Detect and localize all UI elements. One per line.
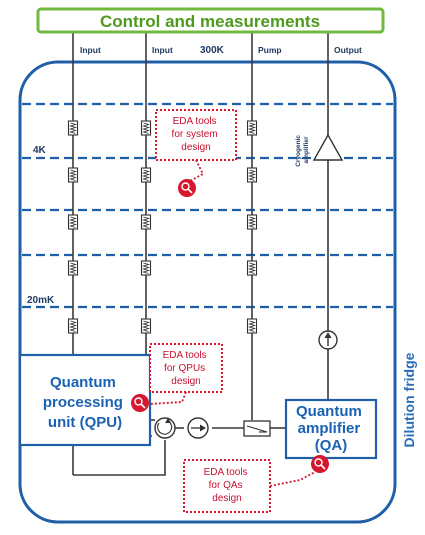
eda-qpu-line-2: for QPUs: [164, 363, 205, 374]
eda-callout-qa: EDA tools for QAs design: [183, 459, 316, 513]
eda-magnifier-icon: [178, 179, 196, 197]
attenuator-icon: [246, 214, 258, 230]
qa-line-1: Quantum: [296, 403, 362, 420]
qpu-line-2: processing: [43, 394, 123, 411]
attenuator-icon: [140, 167, 152, 183]
control-measurements-label: Control and measurements: [100, 12, 320, 31]
attenuator-icon: [67, 214, 79, 230]
qa-label: Quantum amplifier (QA): [296, 403, 366, 454]
attenuator-icon: [140, 214, 152, 230]
qa-line-3: (QA): [315, 437, 348, 454]
eda-qpu-line-3: design: [171, 376, 200, 387]
eda-system-line-3: design: [181, 142, 210, 153]
cryo-line-1: Cryogenic: [295, 135, 302, 167]
readout-isolator-icon: [187, 417, 209, 439]
line-label-pump: Pump: [258, 45, 282, 55]
attenuator-icon: [246, 318, 258, 334]
attenuator-icon: [140, 260, 152, 276]
wire-qpu-return: [73, 440, 166, 476]
eda-system-text: EDA tools for system design: [172, 116, 221, 153]
attenuator-icon: [67, 260, 79, 276]
eda-system-line-1: EDA tools: [173, 116, 217, 127]
attenuator-icon: [140, 120, 152, 136]
eda-callout-qpu: EDA tools for QPUs design: [149, 343, 223, 405]
cryo-line-2: amplifier: [303, 136, 310, 164]
qa-line-2: amplifier: [298, 420, 361, 437]
room-temp-label: 300K: [200, 45, 225, 56]
cryogenic-amplifier-label: Cryogenic amplifier: [295, 133, 310, 167]
eda-qa-line-1: EDA tools: [204, 467, 248, 478]
attenuator-icon: [246, 120, 258, 136]
output-isolator-icon: [318, 330, 338, 350]
attenuator-icon: [67, 167, 79, 183]
eda-qa-line-3: design: [212, 493, 241, 504]
dilution-fridge-label: Dilution fridge: [401, 352, 417, 447]
eda-qpu-text: EDA tools for QPUs design: [163, 350, 210, 387]
attenuator-icon: [140, 318, 152, 334]
qpu-box: [18, 353, 152, 447]
qpu-line-1: Quantum: [50, 374, 116, 391]
attenuator-icon: [246, 260, 258, 276]
eda-magnifier-icon: [311, 455, 329, 473]
line-label-input-1: Input: [80, 45, 101, 55]
attenuator-icon: [67, 120, 79, 136]
stage-label-4k: 4K: [33, 145, 47, 156]
eda-qa-text: EDA tools for QAs design: [204, 467, 251, 504]
eda-qpu-line-1: EDA tools: [163, 350, 207, 361]
dilution-fridge-outline: [18, 60, 397, 524]
eda-magnifier-icon: [131, 394, 149, 412]
stage-label-20mk: 20mK: [27, 295, 55, 306]
directional-coupler-icon: [243, 420, 271, 437]
circulator-icon: [154, 417, 176, 439]
eda-qa-line-2: for QAs: [209, 480, 243, 491]
line-label-input-2: Input: [152, 45, 173, 55]
attenuator-icon: [67, 318, 79, 334]
control-measurements-bar: [36, 7, 385, 34]
attenuator-icon: [246, 167, 258, 183]
eda-callout-system: EDA tools for system design: [155, 109, 237, 182]
line-label-output: Output: [334, 45, 362, 55]
cryogenic-amplifier-icon: [312, 133, 344, 161]
eda-system-line-2: for system: [172, 129, 218, 140]
qpu-line-3: unit (QPU): [48, 414, 122, 431]
qpu-label: Quantum processing unit (QPU): [43, 374, 127, 431]
qa-box: [284, 398, 378, 460]
